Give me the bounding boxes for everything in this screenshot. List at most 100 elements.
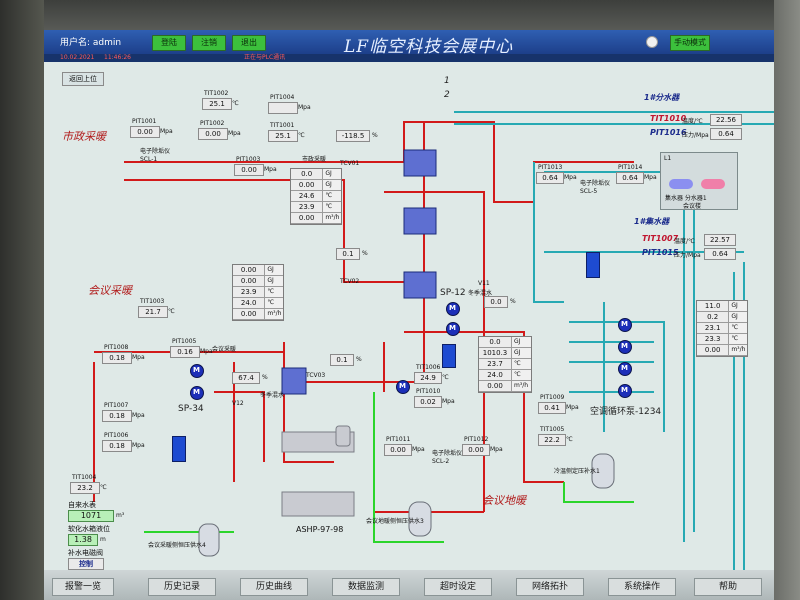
pit1004-value xyxy=(268,102,298,114)
history-curve-button[interactable]: 历史曲线 xyxy=(240,578,308,596)
v11-unit: % xyxy=(510,298,516,305)
tit1001-value: 25.1 xyxy=(268,130,298,142)
pump-ac4-icon[interactable] xyxy=(618,384,632,398)
tit1006-value: 24.9 xyxy=(414,372,442,384)
heat-exchanger-1 xyxy=(403,149,437,177)
timeout-setting-button[interactable]: 超时设定 xyxy=(424,578,492,596)
pit1012-tag: PIT1012 xyxy=(464,436,489,443)
tit1004-unit: ℃ xyxy=(100,484,107,491)
pit1013-unit: Mpa xyxy=(564,174,577,181)
tit1004-value: 23.2 xyxy=(70,482,100,494)
pit1011-unit: Mpa xyxy=(412,446,425,453)
tit1006-unit: ℃ xyxy=(442,374,449,381)
huiyi-cailu-label: 会议采暖 xyxy=(212,346,237,353)
pit1002-tag: PIT1002 xyxy=(200,120,225,127)
tit1006-tag: TIT1006 xyxy=(416,364,441,371)
pit1013-value: 0.64 xyxy=(536,172,564,184)
tcv01-value: -118.5 xyxy=(336,130,370,142)
manual-mode-button[interactable]: 手动模式 xyxy=(670,35,710,51)
status-subbar: 10.02.2021 11:46:26 正在与PLC通讯 xyxy=(44,54,774,62)
monitor-bezel-top xyxy=(0,0,800,32)
label-huiyi: 会议采暖 xyxy=(88,284,132,297)
tit1005-tag: TIT1005 xyxy=(540,426,565,433)
tit1002-value: 25.1 xyxy=(202,98,232,110)
pump-sp1-icon[interactable] xyxy=(446,302,460,316)
v11-tag: V11 xyxy=(478,280,490,287)
pump-ac1-icon[interactable] xyxy=(618,318,632,332)
tit1002-tag: TIT1002 xyxy=(204,90,229,97)
pump-sp2-icon[interactable] xyxy=(446,322,460,336)
tit1001-tag: TIT1001 xyxy=(270,122,295,129)
pit1004-tag: PIT1004 xyxy=(270,94,295,101)
distributor-icon xyxy=(669,179,693,189)
pump-dinuan-icon[interactable] xyxy=(396,380,410,394)
system-operation-button[interactable]: 系统操作 xyxy=(608,578,676,596)
alarm-list-button[interactable]: 报警一览 xyxy=(52,578,114,596)
v12-value: 67.4 xyxy=(232,372,260,384)
tank-dinuan-label: 会议地暖侧恒压供水3 xyxy=(366,518,424,525)
footer-nav: 报警一览 历史记录 历史曲线 数据监测 超时设定 网络拓扑 系统操作 帮助 xyxy=(44,570,774,600)
pit1009-tag: PIT1009 xyxy=(540,394,565,401)
pump-sp3-icon[interactable] xyxy=(190,364,204,378)
pit1003-unit: Mpa xyxy=(264,166,277,173)
jishuiqi-box: L1 集水器 分水器1 会议楼 xyxy=(660,152,738,210)
pit1014-tag: PIT1014 xyxy=(618,164,643,171)
pump-sp4-icon[interactable] xyxy=(190,386,204,400)
label-jishuiqi: 1#集水器 xyxy=(634,217,670,226)
pit1001-tag: PIT1001 xyxy=(132,118,157,125)
monitor-bezel-right xyxy=(774,0,800,600)
blue-tank-right-icon xyxy=(586,252,600,278)
logout-button[interactable]: 注销 xyxy=(192,35,226,51)
title-bar: 用户名: admin 登陆 注销 退出 LF临空科技会展中心 手动模式 xyxy=(44,30,774,57)
pit1007-value: 0.18 xyxy=(102,410,132,422)
scl1-label: 电子除垢仪 SCL-1 xyxy=(140,148,171,163)
history-record-button[interactable]: 历史记录 xyxy=(148,578,216,596)
pump-ac2-icon[interactable] xyxy=(618,340,632,354)
pit1005-value: 0.16 xyxy=(170,346,200,358)
pit1016-tag: PIT1016 xyxy=(650,128,687,137)
pit1008-tag: PIT1008 xyxy=(104,344,129,351)
zilai-unit: m³ xyxy=(116,512,125,519)
pit1006-tag: PIT1006 xyxy=(104,432,129,439)
data-monitor-button[interactable]: 数据监测 xyxy=(332,578,400,596)
pit1016-label: 压力/Mpa xyxy=(682,132,709,139)
tit1003-unit: ℃ xyxy=(168,308,175,315)
tit1010-tag: TIT1010 xyxy=(650,114,687,123)
jishui-label: 集水器 分水器1 xyxy=(665,195,707,202)
pit1005-tag: PIT1005 xyxy=(172,338,197,345)
v12-unit: % xyxy=(262,374,268,381)
return-button[interactable]: 返回上位 xyxy=(62,72,104,86)
pit1015-tag: PIT1015 xyxy=(642,248,679,257)
network-topology-button[interactable]: 网络拓扑 xyxy=(516,578,584,596)
tit1005-value: 22.2 xyxy=(538,434,566,446)
pit1002-value: 0.00 xyxy=(198,128,228,140)
pump-ac3-icon[interactable] xyxy=(618,362,632,376)
pit1011-tag: PIT1011 xyxy=(386,436,411,443)
tcv02-unit: % xyxy=(362,250,368,257)
tit1010-label: 温度/℃ xyxy=(682,118,703,125)
tit1003-tag: TIT1003 xyxy=(140,298,165,305)
line-2-label: 2 xyxy=(444,90,450,100)
pit1006-value: 0.18 xyxy=(102,440,132,452)
exit-button[interactable]: 退出 xyxy=(232,35,266,51)
soft-label: 软化水箱液位 xyxy=(68,525,110,533)
login-button[interactable]: 登陆 xyxy=(152,35,186,51)
date-text: 10.02.2021 xyxy=(60,54,95,61)
collector-icon xyxy=(701,179,725,189)
help-button[interactable]: 帮助 xyxy=(694,578,762,596)
pit1010-value: 0.02 xyxy=(414,396,442,408)
label-shizheng: 市政采暖 xyxy=(62,130,106,143)
v12-tag: V12 xyxy=(232,400,244,407)
label-fenshuiqi: 1#分水器 xyxy=(644,93,680,102)
pit1007-unit: Mpa xyxy=(132,412,145,419)
soft-unit: m xyxy=(100,536,106,543)
pit1003-value: 0.00 xyxy=(234,164,264,176)
control-button[interactable]: 控制 xyxy=(68,558,104,570)
tcv01-unit: % xyxy=(372,132,378,139)
tcv02-value: 0.1 xyxy=(336,248,360,260)
pipe-diagram: ASHP-97-98 xyxy=(93,111,774,600)
pit1014-value: 0.64 xyxy=(616,172,644,184)
tcv01-tag: TCV01 xyxy=(340,160,360,167)
zilai-label: 自来水表 xyxy=(68,501,96,509)
